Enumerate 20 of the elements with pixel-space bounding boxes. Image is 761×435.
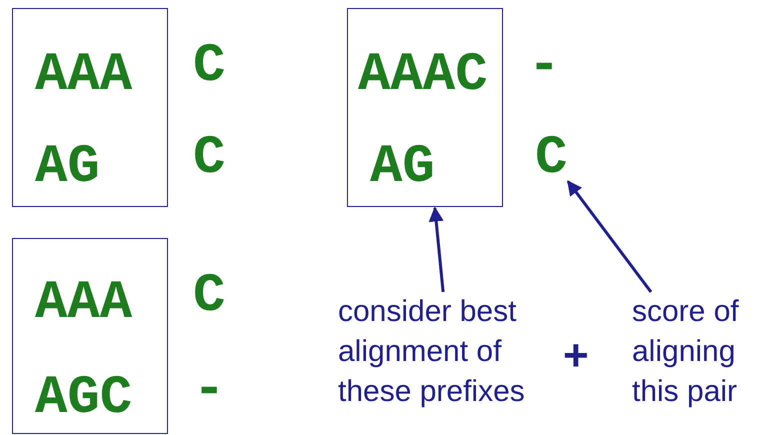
sequence-text: C <box>535 132 568 186</box>
annotation-text: score of aligning this pair <box>632 292 760 412</box>
alignment-box <box>12 238 168 434</box>
plus-sign: + <box>563 334 589 378</box>
annotation-text: consider best alignment of these prefixes <box>338 292 560 412</box>
alignment-box <box>12 8 168 207</box>
sequence-text: C <box>193 270 226 324</box>
sequence-text: AGC <box>35 372 132 426</box>
sequence-text: AAA <box>35 49 132 103</box>
alignment-box <box>347 8 503 207</box>
sequence-text: - <box>193 364 226 418</box>
sequence-text: AAAC <box>358 49 488 103</box>
sequence-text: AAA <box>35 277 132 331</box>
sequence-text: C <box>193 132 226 186</box>
arrow <box>566 180 652 293</box>
arrow <box>428 206 445 292</box>
sequence-text: AG <box>35 141 100 195</box>
sequence-text: - <box>528 40 560 94</box>
sequence-text: AG <box>370 141 435 195</box>
sequence-text: C <box>193 40 226 94</box>
